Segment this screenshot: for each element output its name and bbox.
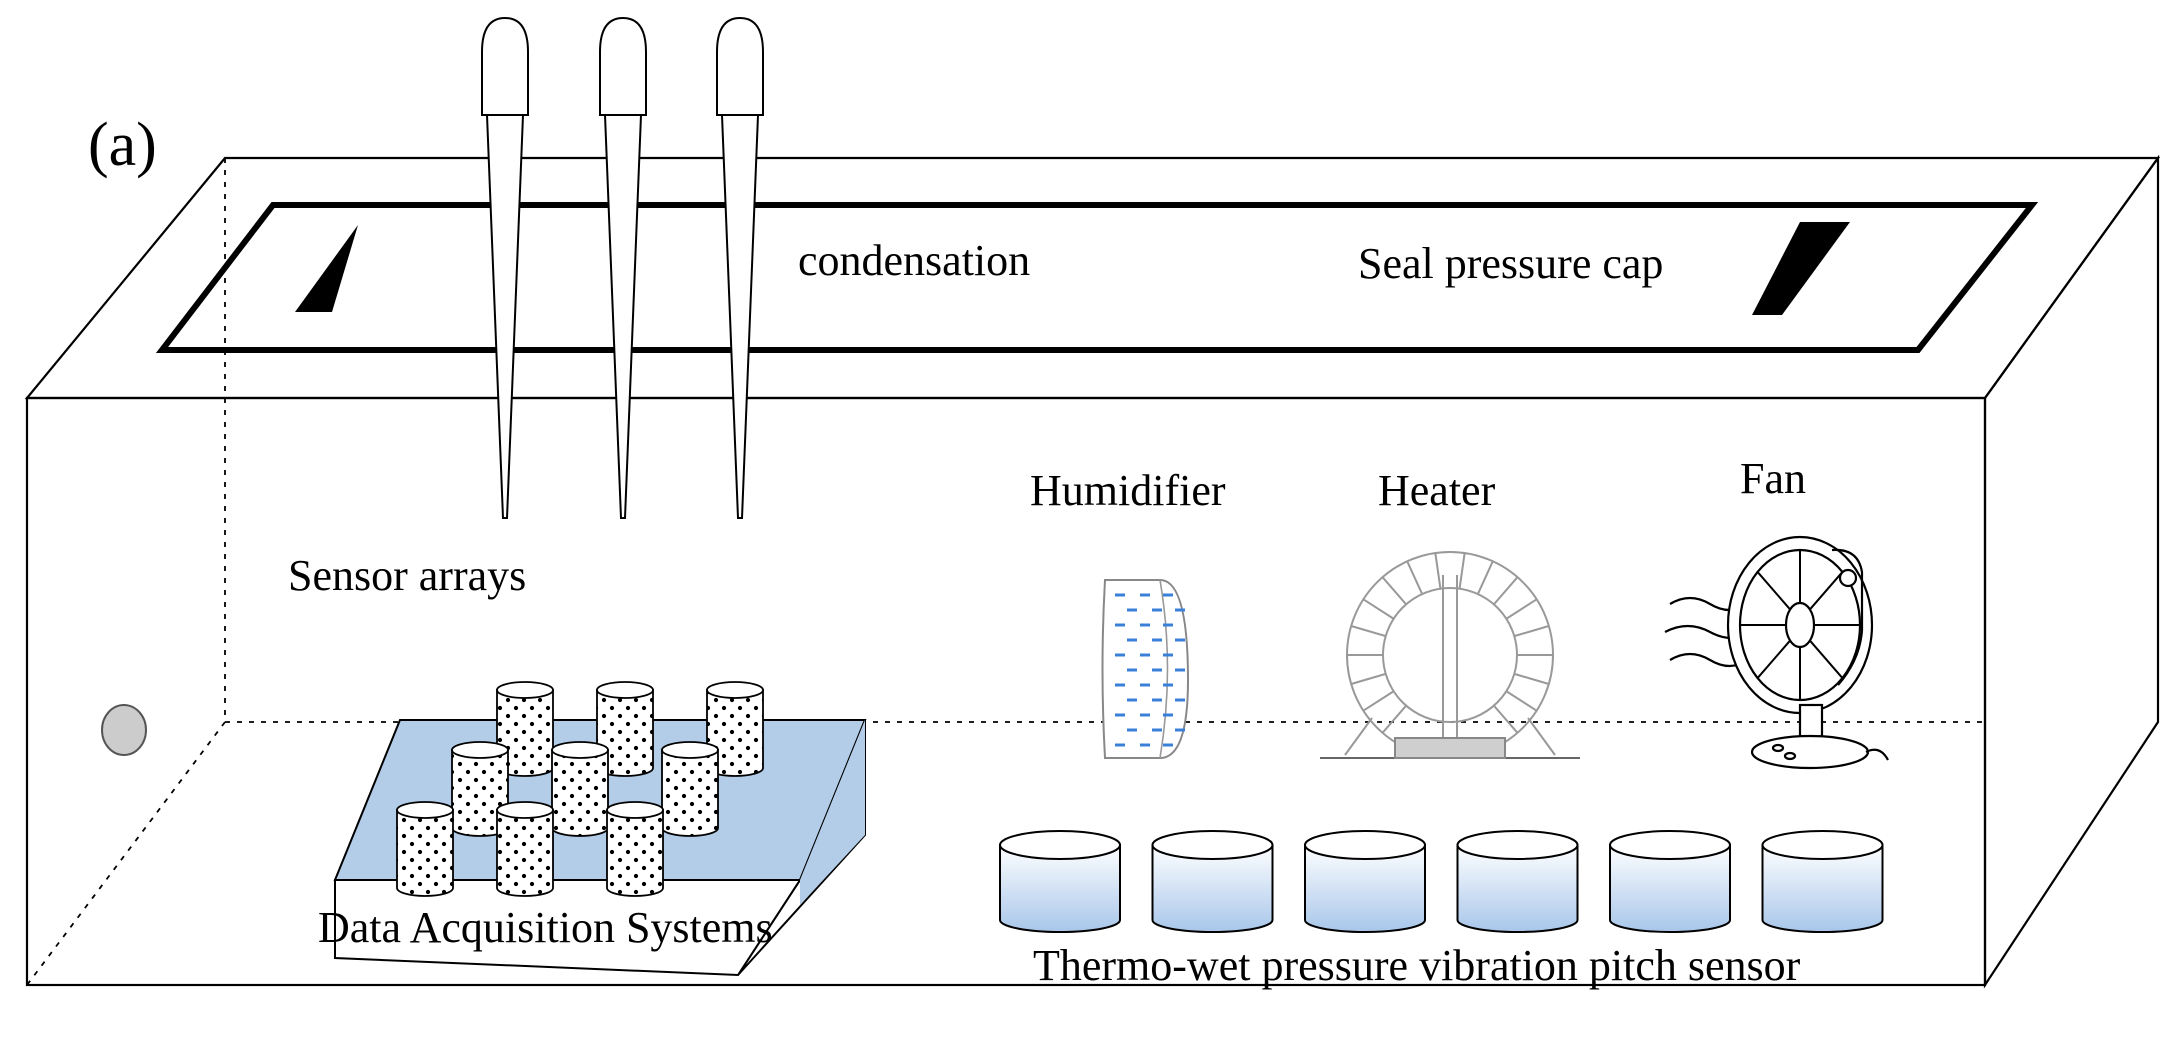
sensor-cylinder-icon [396,801,454,897]
water-dashes [1115,593,1185,747]
container-icon [999,830,1121,933]
fan-icon [1664,535,1889,770]
humidifier-label: Humidifier [1030,466,1226,515]
right-face [1983,154,2160,989]
sensor-cylinder-icon [606,801,664,897]
left-latch [295,225,358,312]
sensor-array [396,681,764,897]
top-face [24,156,2161,400]
sensor-cylinder-icon [496,801,554,897]
container-icon [1761,830,1884,933]
sensor-arrays-label: Sensor arrays [288,551,526,600]
probe-icon [599,16,647,519]
condensation-label: condensation [798,236,1030,285]
cap-outline [155,202,2039,353]
right-latch [1752,222,1850,315]
probe-icon [481,16,529,519]
sensor-cylinder-icon [551,741,609,837]
platform-side-shade [800,720,865,905]
container-icon [1304,830,1426,933]
bottom-left-diagonal [26,721,226,986]
sensor-cylinder-icon [706,681,764,777]
heater-label: Heater [1378,466,1496,515]
fan-label: Fan [1740,454,1806,503]
seal-pressure-cap-label: Seal pressure cap [1358,239,1663,288]
thermo-sensor-label: Thermo-wet pressure vibration pitch sens… [1033,941,1801,990]
container-icon [1151,830,1274,933]
probe-group [481,16,764,519]
port-icon [101,704,147,756]
data-acquisition-label: Data Acquisition Systems [318,903,773,952]
seal-pressure-cap [155,202,2039,353]
container-icon [1456,830,1579,933]
container-icon [1609,830,1731,933]
sensor-cylinder-icon [451,741,509,837]
humidifier-icon [1101,579,1190,759]
heater-icon [1320,551,1580,759]
sensor-cylinder-icon [596,681,654,777]
probe-icon [716,16,764,519]
panel-label: (a) [88,111,157,179]
sensor-containers [999,830,1884,933]
sensor-cylinder-icon [661,741,719,837]
